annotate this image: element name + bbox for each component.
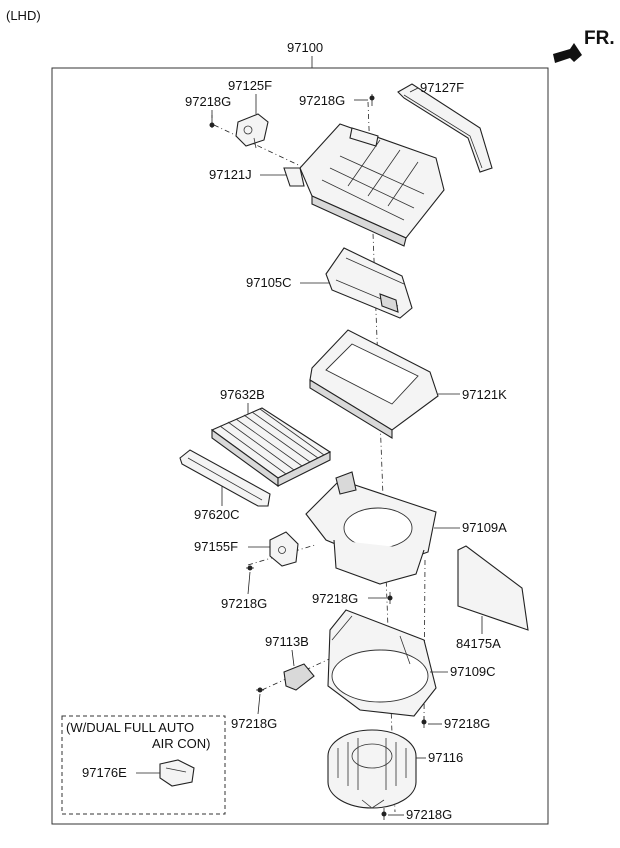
- blower-motor-97116: [327, 729, 417, 809]
- callout-97218G-a: 97218G: [185, 94, 231, 109]
- seal-97127F: [397, 83, 493, 173]
- actuator-97155F: [269, 531, 299, 567]
- callout-97109C: 97109C: [450, 664, 496, 679]
- option-box-line1: (W/DUAL FULL AUTO: [66, 720, 194, 735]
- callout-97632B: 97632B: [220, 387, 265, 402]
- callout-97121J: 97121J: [209, 167, 252, 182]
- assembly-number: 97100: [287, 40, 323, 55]
- actuator-axis-line: [213, 124, 331, 181]
- callout-97109A: 97109A: [462, 520, 507, 535]
- blower-case-97109C: [327, 609, 437, 717]
- insulation-pad-84175A: [457, 545, 529, 631]
- fr-label: FR.: [584, 28, 615, 49]
- front-direction-arrow-icon: [553, 43, 582, 63]
- callout-97105C: 97105C: [246, 275, 292, 290]
- screw-icon-2: [369, 94, 375, 106]
- callout-97218G-e: 97218G: [231, 716, 277, 731]
- screw-icon-5: [256, 687, 264, 693]
- screw-icon-7: [381, 808, 387, 820]
- callout-97116: 97116: [428, 750, 463, 765]
- callout-97218G-d: 97218G: [312, 591, 358, 606]
- filter-case-97121K: [309, 329, 439, 439]
- leader-97113B: [291, 649, 295, 667]
- resistor-axis-line: [261, 654, 339, 691]
- callout-97125F: 97125F: [228, 78, 272, 93]
- leader-97127F: [409, 87, 419, 93]
- assembly-frame: [51, 67, 549, 825]
- screw-icon-4: [387, 592, 393, 604]
- intake-case-97121J: [283, 123, 445, 247]
- screw-icon-3: [246, 565, 254, 571]
- option-box: [61, 715, 226, 815]
- callout-97218G-c: 97218G: [221, 596, 267, 611]
- callout-97176E: 97176E: [82, 765, 127, 780]
- option-box-line2: AIR CON): [152, 736, 211, 751]
- cabin-filter-97632B: [210, 407, 332, 488]
- callout-97218G-b: 97218G: [299, 93, 345, 108]
- filter-cover-97620C: [179, 449, 271, 507]
- callout-97218G-g: 97218G: [406, 807, 452, 822]
- callout-97127F: 97127F: [420, 80, 464, 95]
- duct-97105C: [325, 247, 413, 319]
- callout-97620C: 97620C: [194, 507, 240, 522]
- callout-97113B: 97113B: [265, 634, 309, 649]
- callout-84175A: 84175A: [456, 636, 501, 651]
- actuator-97125F: [235, 113, 269, 149]
- callout-97155F: 97155F: [194, 539, 238, 554]
- blower-case-97109A: [305, 471, 437, 585]
- leader-97218G-e: [257, 693, 261, 715]
- leader-97218G-c: [247, 571, 251, 595]
- lhd-label: (LHD): [6, 8, 41, 23]
- screw-icon-6: [421, 716, 427, 728]
- sensor-97176E: [159, 759, 195, 787]
- callout-97218G-f: 97218G: [444, 716, 490, 731]
- resistor-97113B: [283, 663, 315, 691]
- callout-97121K: 97121K: [462, 387, 507, 402]
